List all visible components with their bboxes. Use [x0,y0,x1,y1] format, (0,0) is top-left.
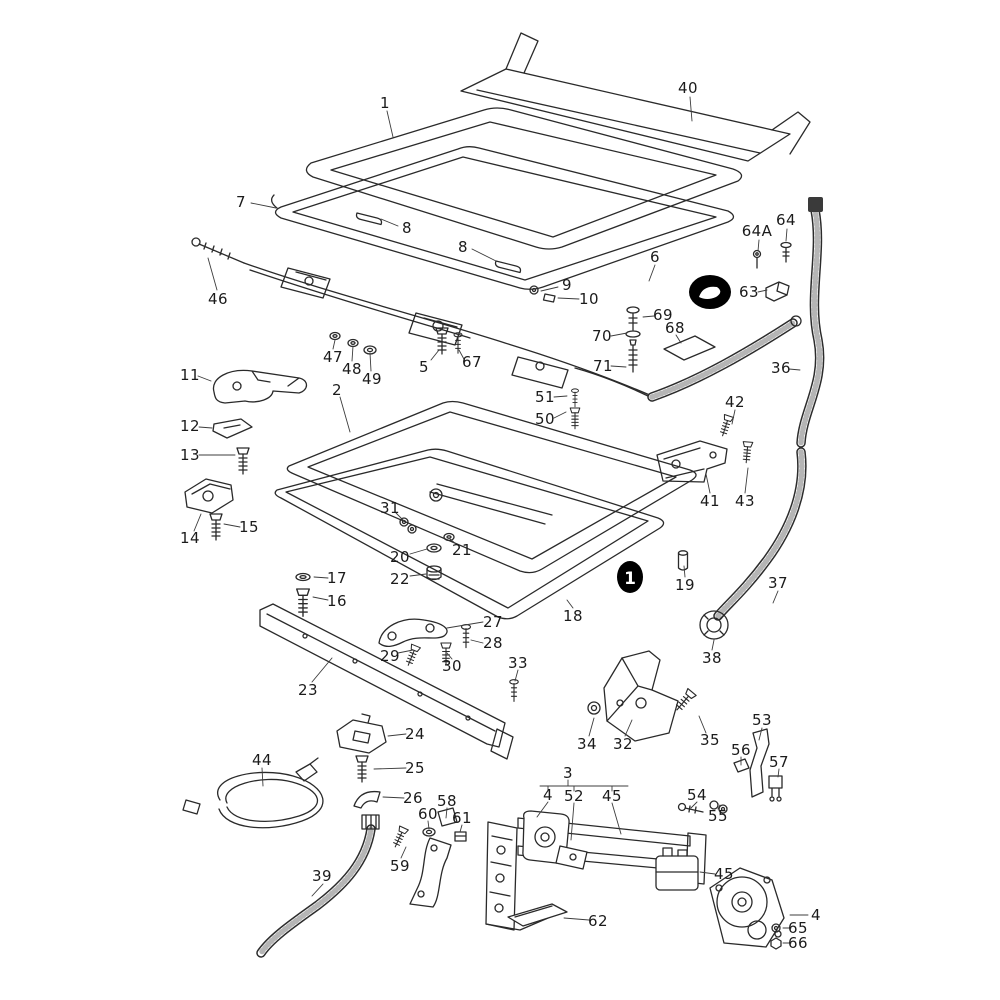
part-bushing-34 [587,701,601,715]
part-bolt-51 [571,388,579,408]
part-screw-13 [236,447,250,475]
part-bracket-32 [603,650,679,742]
part-screw-42 [717,413,735,438]
part-plate-62 [507,903,568,927]
part-bracket-14 [184,478,234,514]
part-pin-19 [677,550,689,571]
part-bracket-58 [409,807,458,908]
part-screw-25 [355,755,369,783]
part-bolt-54-55 [677,800,728,814]
part-cable-assembly-46 [191,237,653,397]
part-handle-11 [212,369,308,404]
part-screw-28 [460,623,472,649]
oval-badge-bottom: 1 [617,561,643,593]
group-bracket-3 [539,779,629,792]
part-glass-panel-1 [305,107,743,250]
part-strap-53 [749,728,770,798]
part-wind-deflector-40 [460,32,811,162]
part-screw-15 [209,513,223,541]
part-lever-27 [378,618,448,648]
part-wedge-12 [212,418,253,439]
part-cable-44 [182,757,324,829]
part-drain-hose-36 [796,197,825,448]
part-bolts-69-70-71 [625,306,641,373]
part-frame-2 [286,400,697,574]
part-clip-63 [765,281,790,302]
part-rail-23 [259,603,514,760]
part-bolt-33 [509,679,519,702]
badge-glyph: 1 [624,569,636,589]
oval-badge-top [689,275,731,309]
part-spring-26 [353,790,381,809]
part-screw-59 [390,825,409,850]
part-clip-56 [733,758,750,773]
part-drain-hose-39 [256,814,380,958]
part-clip-24 [336,713,387,754]
leader-lines [193,96,809,944]
part-motor-4 [709,867,785,948]
part-grommet-38 [699,610,729,640]
part-screw-43 [740,441,754,464]
part-screw-29 [403,643,421,668]
part-drain-hose-37 [713,447,807,621]
part-drive-cable-conduit [647,315,802,402]
part-screw-30 [440,642,452,666]
part-bracket-41 [656,440,728,483]
part-seal-7-6 [270,146,735,290]
part-washer-65 [771,923,781,933]
part-screw-16 [296,588,310,617]
part-screw-50 [569,407,581,430]
part-nut-66 [770,937,782,950]
part-clip-8-right [494,260,522,274]
part-fasteners-64 [752,241,792,269]
part-block-61 [454,831,467,842]
part-pin-9 [529,285,539,295]
part-washer-17 [295,572,311,582]
part-block-57 [768,775,783,802]
part-plate-68 [663,335,716,361]
part-clip-10 [542,293,556,303]
part-seal-18 [274,448,665,620]
part-drive-assembly-3 [485,810,707,931]
part-fasteners-31-20-21-22 [399,517,455,581]
part-clip-8-left [355,212,383,226]
